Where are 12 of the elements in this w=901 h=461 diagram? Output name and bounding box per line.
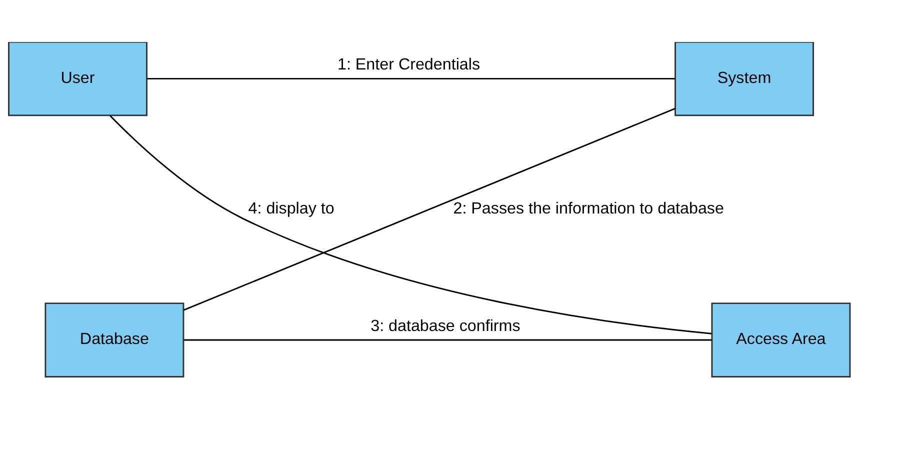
node-box: System [674,42,814,116]
connector [184,339,712,341]
node-box: User [8,42,148,116]
edge-label: 1: Enter Credentials [338,56,480,74]
node-box: Database [44,302,184,378]
node-box: Access Area [711,302,851,378]
edge-label: 2: Passes the information to database [453,199,724,218]
connector [184,108,676,311]
connector [110,115,712,334]
edge-label: 4: display to [248,199,334,218]
connector [147,78,675,80]
edge-label: 3: database confirms [370,316,520,335]
